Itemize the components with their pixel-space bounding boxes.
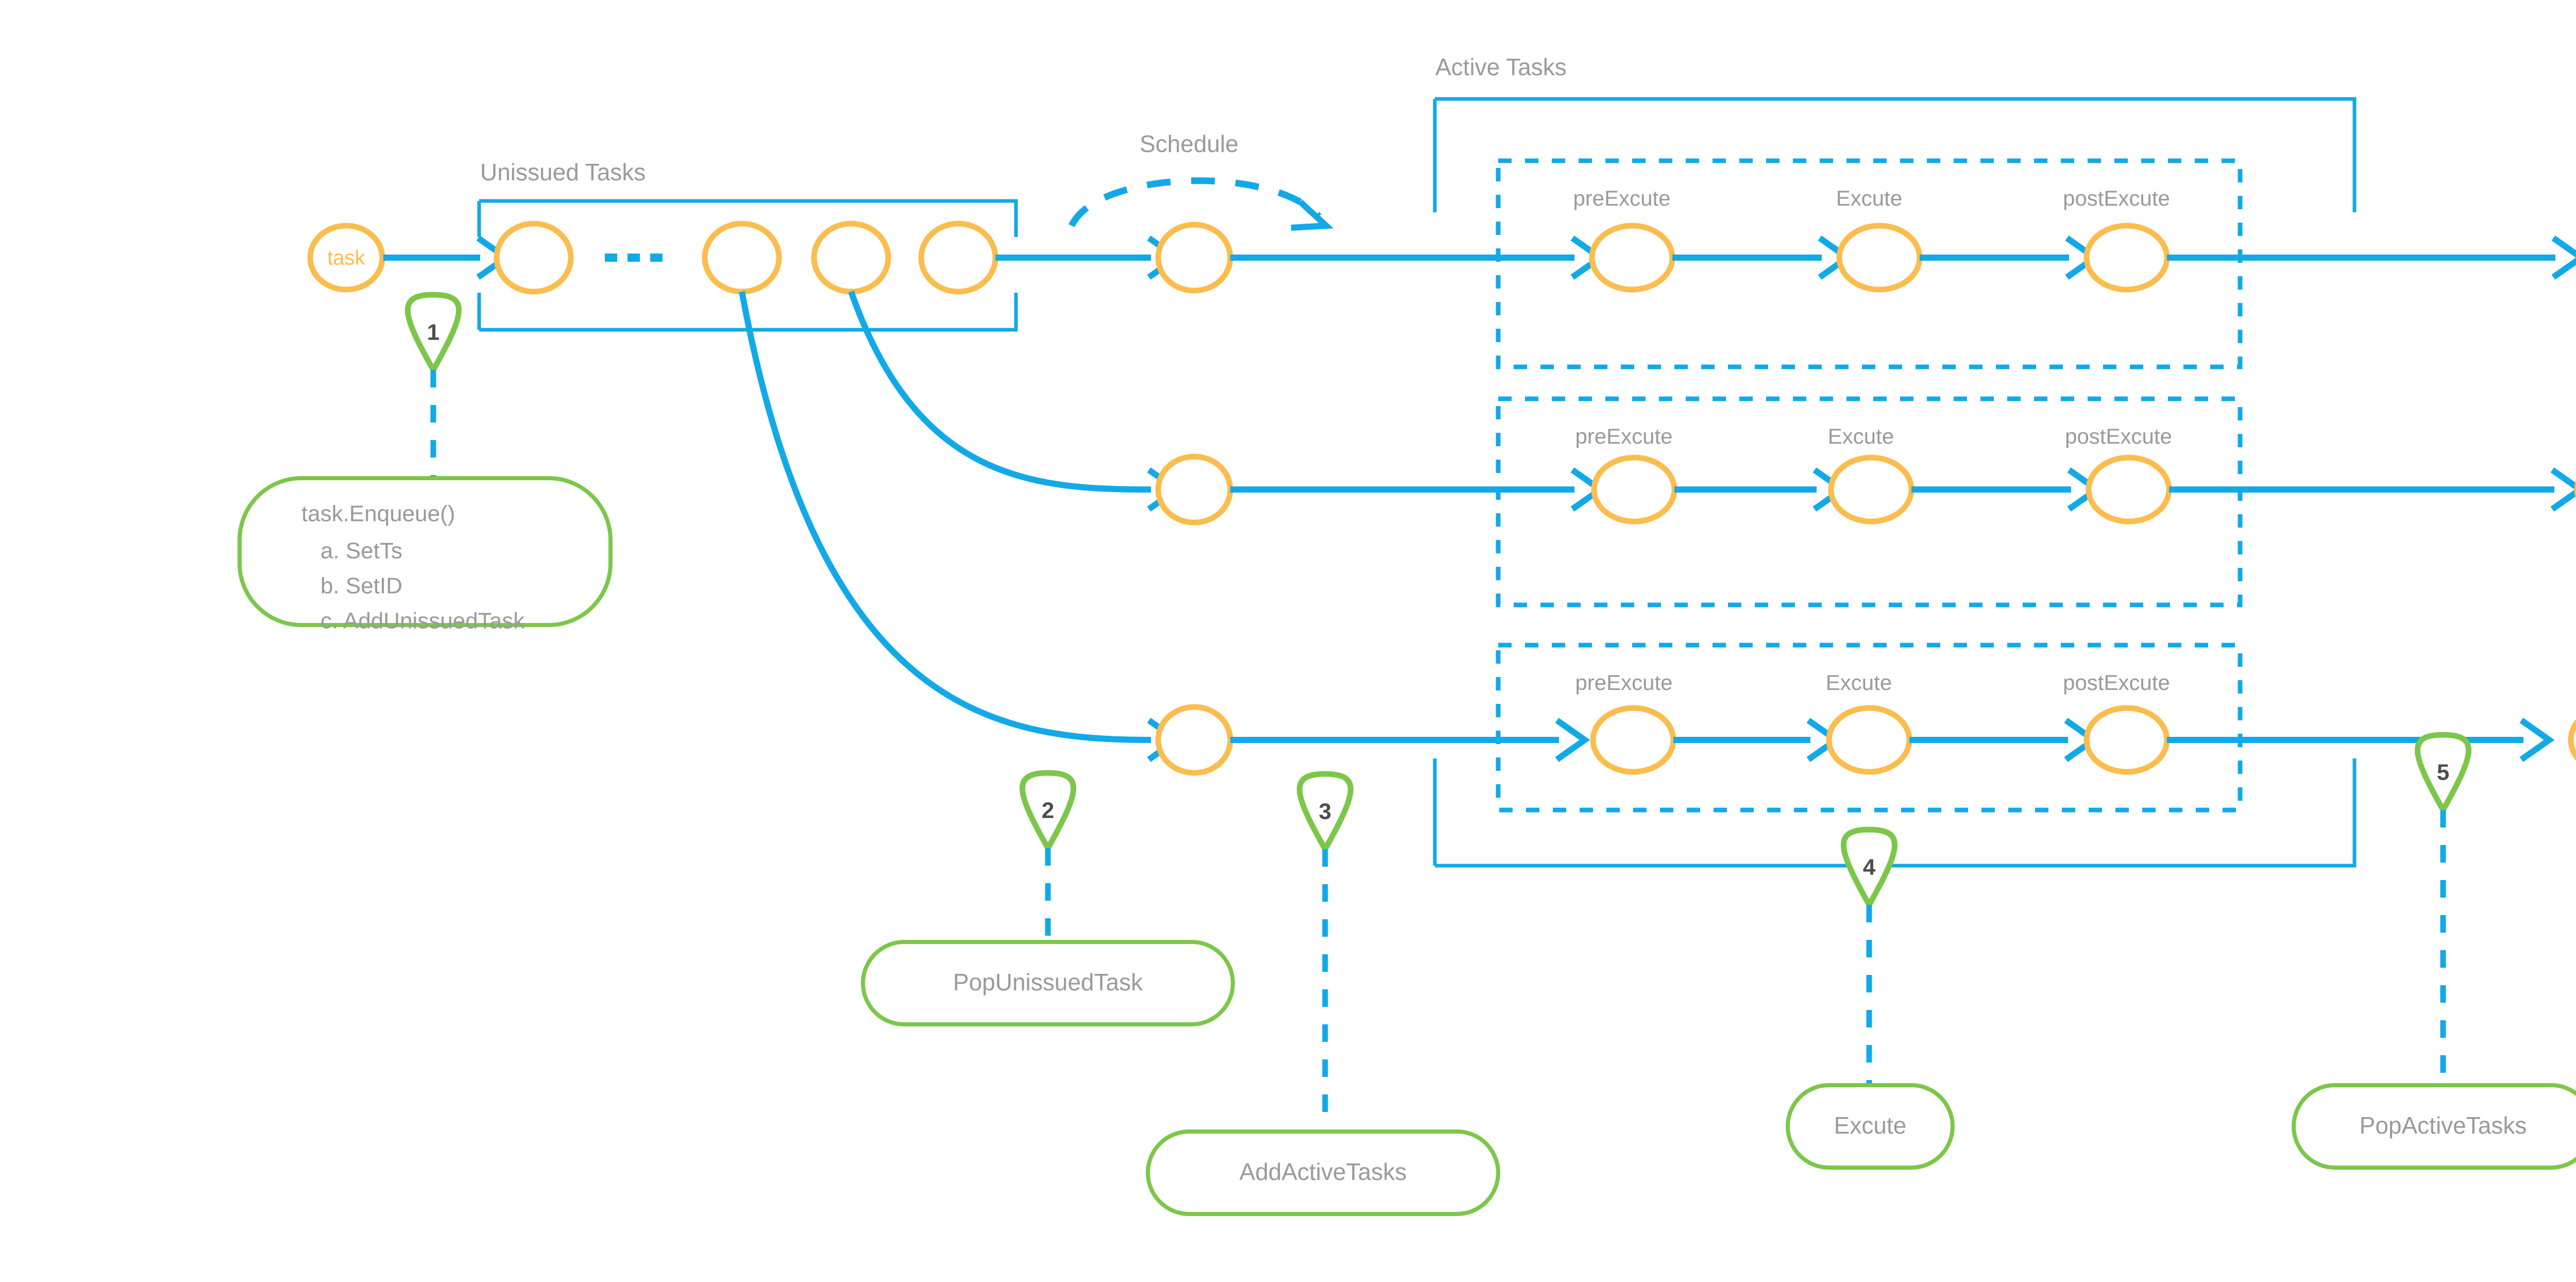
row2-entry-curve xyxy=(848,291,1182,512)
row1-stage-label-pre: preExcute xyxy=(1573,186,1670,210)
row1-scheduled-node[interactable] xyxy=(1155,222,1233,294)
unissued-bracket-top xyxy=(477,199,1018,237)
unissued-tasks-bracket-group: Unissued Tasks xyxy=(477,159,1018,332)
row1-stage-label-exec: Excute xyxy=(1836,186,1902,210)
callout-enqueue-step-a: a. SetTs xyxy=(320,538,402,564)
task-node-label: task xyxy=(327,247,365,269)
marker-2-pin[interactable] xyxy=(1020,770,1076,854)
marker-2-group: 2 xyxy=(1020,770,1076,943)
row2-stage-label-pre: preExcute xyxy=(1575,424,1672,448)
row2-stage-label-exec: Excute xyxy=(1828,424,1894,448)
task-node-shape xyxy=(307,223,385,293)
callout-excute: Excute xyxy=(1786,1083,1955,1170)
row3-node-exec[interactable] xyxy=(1826,705,1912,775)
callout-pop-active: PopActiveTasks xyxy=(2292,1083,2576,1170)
callout-add-active: AddActiveTasks xyxy=(1146,1129,1500,1216)
marker-5-number: 5 xyxy=(2437,760,2449,785)
callout-pop-unissued-label: PopUnissuedTask xyxy=(953,969,1143,996)
callout-enqueue-title: task.Enqueue() xyxy=(301,501,455,527)
callout-enqueue-step-c: c. AddUnissuedTask xyxy=(320,609,525,634)
row2-scheduled-node[interactable] xyxy=(1155,453,1233,526)
arrow-task-to-queue xyxy=(383,235,512,280)
marker-1-group: 1 xyxy=(405,292,462,479)
callout-pop-unissued: PopUnissuedTask xyxy=(861,940,1235,1026)
marker-4-pin[interactable] xyxy=(1841,826,1897,911)
schedule-label: Schedule xyxy=(1140,130,1239,157)
row-1: preExcute Excute postExcute xyxy=(1155,158,2576,369)
marker-4-number: 4 xyxy=(1863,855,1876,880)
row3-node-post[interactable] xyxy=(2083,705,2170,775)
row1-entry-path xyxy=(995,235,1182,280)
callout-pop-unissued-shape[interactable] xyxy=(861,940,1235,1026)
row3-terminal-node[interactable] xyxy=(2568,708,2576,772)
active-tasks-bracket-group: Active Tasks xyxy=(1433,54,2357,868)
marker-2-number: 2 xyxy=(1042,798,1054,823)
active-bracket-bottom xyxy=(1433,758,2357,868)
callout-enqueue-step-b: b. SetID xyxy=(320,573,402,599)
row3-node-pre[interactable] xyxy=(1590,705,1676,775)
row1-node-exec[interactable] xyxy=(1836,223,1923,293)
row3-scheduled-node[interactable] xyxy=(1155,704,1233,776)
source-task-node[interactable]: task xyxy=(307,223,385,293)
row1-node-pre[interactable] xyxy=(1589,223,1675,293)
row-2: preExcute Excute postExcute xyxy=(1155,396,2576,608)
row1-execution-box xyxy=(1496,158,2243,369)
marker-4-group: 4 xyxy=(1841,826,1897,1086)
active-bracket-top xyxy=(1433,97,2357,212)
marker-1-pin[interactable] xyxy=(405,292,462,376)
row1-stage-label-post: postExcute xyxy=(2063,186,2170,210)
callout-enqueue-shape[interactable] xyxy=(238,476,613,627)
callout-pop-active-label: PopActiveTasks xyxy=(2360,1112,2527,1139)
marker-5-group: 5 xyxy=(2415,732,2471,1086)
row2-node-pre[interactable] xyxy=(1591,454,1677,525)
row3-stage-label-post: postExcute xyxy=(2063,670,2170,695)
marker-3-group: 3 xyxy=(1297,771,1353,1132)
unissued-tasks-label: Unissued Tasks xyxy=(480,159,646,185)
row1-node-post[interactable] xyxy=(2083,223,2170,293)
row2-node-exec[interactable] xyxy=(1828,454,1914,525)
row2-node-post[interactable] xyxy=(2086,454,2172,525)
row2-execution-box xyxy=(1496,396,2243,608)
callout-enqueue: task.Enqueue() a. SetTs b. SetID c. AddU… xyxy=(238,476,613,634)
marker-3-pin[interactable] xyxy=(1297,771,1353,855)
callout-add-active-label: AddActiveTasks xyxy=(1240,1158,1407,1185)
row3-stage-label-exec: Excute xyxy=(1826,670,1892,695)
row-3: preExcute Excute postExcute xyxy=(1155,643,2576,813)
callout-pop-active-shape[interactable] xyxy=(2292,1083,2576,1170)
unissued-bracket-bottom xyxy=(477,293,1018,332)
queue-node-4[interactable] xyxy=(918,221,998,295)
marker-1-number: 1 xyxy=(427,320,439,345)
queue-node-3[interactable] xyxy=(811,221,891,295)
marker-3-number: 3 xyxy=(1319,799,1331,824)
schedule-annotation: Schedule xyxy=(1069,130,1334,231)
row3-entry-curve xyxy=(739,291,1182,762)
row2-stage-label-post: postExcute xyxy=(2065,424,2172,448)
row3-stage-label-pre: preExcute xyxy=(1575,670,1672,695)
callout-excute-shape[interactable] xyxy=(1786,1083,1955,1170)
unissued-queue-nodes xyxy=(494,221,998,295)
queue-node-2[interactable] xyxy=(702,221,782,295)
queue-ellipsis xyxy=(605,254,663,262)
callout-add-active-shape[interactable] xyxy=(1146,1129,1500,1216)
callout-excute-label: Excute xyxy=(1834,1112,1907,1139)
marker-5-pin[interactable] xyxy=(2415,732,2471,816)
queue-node-1[interactable] xyxy=(494,221,574,295)
active-tasks-label: Active Tasks xyxy=(1435,54,1567,80)
